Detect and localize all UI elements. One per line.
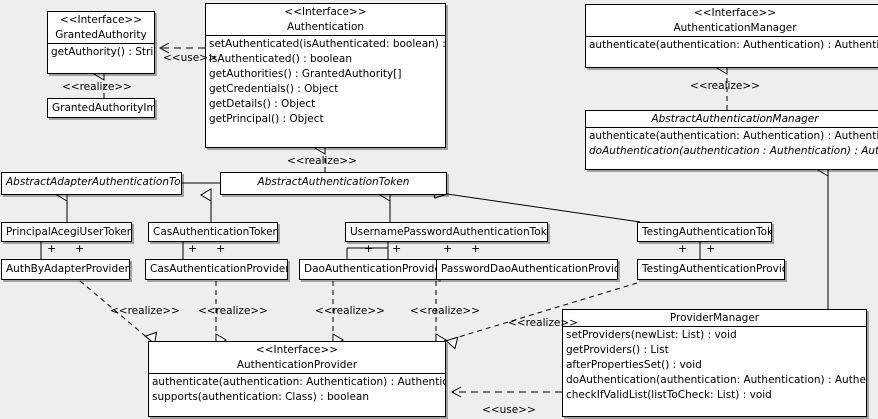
class-methods: authenticate(authentication: Authenticat… — [149, 374, 445, 406]
class-name: CasAuthenticationToken — [153, 226, 278, 238]
class-name: PasswordDaoAuthenticationProvider — [441, 263, 618, 275]
class-abstract-authentication-manager[interactable]: AbstractAuthenticationManager authentica… — [585, 110, 878, 170]
class-principal-acegi-user-token[interactable]: PrincipalAcegiUserToken — [1, 222, 132, 242]
class-stereotype: <<Interface>> — [693, 7, 777, 19]
class-name: TestingAuthenticationProvider — [642, 263, 785, 275]
method-doAuthentication: doAuthentication(authentication: Authent… — [566, 374, 866, 386]
edge-label-providermanager-uses-authenticationprovider: <<use>> — [482, 404, 536, 416]
assoc-plus-marker: + — [443, 242, 453, 255]
method-getAuthorities: getAuthorities() : GrantedAuthority[] — [209, 68, 402, 80]
section-divider — [149, 373, 445, 374]
edge-label-testingauthenticationprovider-realize: <<realize>> — [508, 317, 578, 329]
class-methods: authenticate(authentication: Authenticat… — [586, 37, 878, 54]
assoc-plus-marker: + — [75, 242, 85, 255]
assoc-plus-marker: + — [47, 242, 57, 255]
class-name: ProviderManager — [669, 312, 760, 324]
class-stereotype: <<Interface>> — [284, 6, 367, 18]
class-auth-by-adapter-provider[interactable]: AuthByAdapterProvider — [1, 259, 130, 280]
section-divider — [586, 127, 878, 128]
method-getPrincipal: getPrincipal() : Object — [209, 113, 324, 125]
class-dao-authentication-provider[interactable]: DaoAuthenticationProvider — [299, 259, 439, 280]
method-getCredentials: getCredentials() : Object — [209, 83, 339, 95]
method-setAuthenticated: setAuthenticated(isAuthenticated: boolea… — [209, 38, 446, 50]
class-stereotype: <<Interface>> — [255, 344, 339, 356]
class-cas-authentication-provider[interactable]: CasAuthenticationProvider — [145, 259, 288, 280]
class-cas-authentication-token[interactable]: CasAuthenticationToken — [148, 222, 278, 242]
class-username-password-authentication-token[interactable]: UsernamePasswordAuthenticationToken — [345, 222, 548, 242]
method-afterPropertiesSet: afterPropertiesSet() : void — [566, 359, 702, 371]
method-authenticate: authenticate(authentication: Authenticat… — [589, 39, 878, 51]
class-name: UsernamePasswordAuthenticationToken — [350, 226, 548, 238]
edge-label-casauthenticationprovider-realize: <<realize>> — [198, 305, 268, 317]
edge-label-authentication-uses-grantedauthority: <<use>> — [163, 52, 217, 64]
class-provider-manager[interactable]: ProviderManager setProviders(newList: Li… — [562, 309, 867, 417]
method-authenticate: authenticate(authentication: Authenticat… — [152, 376, 446, 388]
method-setProviders: setProviders(newList: List) : void — [566, 329, 737, 341]
class-abstract-authentication-token[interactable]: AbstractAuthenticationToken — [220, 172, 447, 195]
assoc-plus-marker: + — [188, 242, 198, 255]
class-name: AbstractAdapterAuthenticationToken — [6, 176, 182, 188]
edge-label-grantedauthorityimpl-realize: <<realize>> — [62, 81, 132, 93]
method-supports: supports(authentication: Class) : boolea… — [152, 391, 369, 403]
method-isAuthenticated: isAuthenticated() : boolean — [209, 53, 352, 65]
class-name: TestingAuthenticationToken — [642, 226, 772, 238]
class-stereotype: <<Interface>> — [59, 14, 143, 26]
class-testing-authentication-provider[interactable]: TestingAuthenticationProvider — [637, 259, 785, 280]
class-name: CasAuthenticationProvider — [150, 263, 288, 275]
assoc-plus-marker: + — [706, 242, 716, 255]
method-getAuthority: getAuthority() : String — [51, 46, 154, 58]
section-divider — [206, 35, 445, 36]
class-name: AuthenticationProvider — [236, 359, 358, 371]
class-granted-authority[interactable]: <<Interface>> GrantedAuthority getAuthor… — [47, 11, 155, 74]
assoc-plus-marker: + — [678, 242, 688, 255]
edge-testingauthenticationtoken-generalizes-abstractauthenticationtoken — [447, 194, 641, 223]
method-authenticate: authenticate(authentication: Authenticat… — [589, 130, 878, 142]
class-authentication-provider[interactable]: <<Interface>> AuthenticationProvider aut… — [148, 341, 446, 417]
edge-label-passworddaoauthenticationprovider-realize: <<realize>> — [410, 305, 480, 317]
method-doAuthentication: doAuthentication(authentication : Authen… — [589, 145, 878, 157]
class-name: DaoAuthenticationProvider — [304, 263, 439, 275]
method-getDetails: getDetails() : Object — [209, 98, 316, 110]
class-name: PrincipalAcegiUserToken — [6, 226, 132, 238]
method-getProviders: getProviders() : List — [566, 344, 669, 356]
section-divider — [48, 43, 154, 44]
class-name: GrantedAuthorityImpl — [52, 102, 155, 114]
class-granted-authority-impl[interactable]: GrantedAuthorityImpl — [47, 98, 155, 118]
edge-label-abstractauthenticationtoken-realize: <<realize>> — [287, 155, 357, 167]
class-password-dao-authentication-provider[interactable]: PasswordDaoAuthenticationProvider — [436, 259, 618, 280]
class-name: AbstractAuthenticationToken — [257, 176, 410, 188]
edge-label-daoauthenticationprovider-realize: <<realize>> — [315, 305, 385, 317]
class-authentication-manager[interactable]: <<Interface>> AuthenticationManager auth… — [585, 4, 878, 68]
assoc-plus-marker: + — [471, 242, 481, 255]
class-methods: setProviders(newList: List) : void getPr… — [563, 327, 866, 404]
class-testing-authentication-token[interactable]: TestingAuthenticationToken — [637, 222, 772, 242]
class-name: Authentication — [286, 21, 365, 33]
edge-label-abstractauthenticationmanager-realize: <<realize>> — [690, 80, 760, 92]
section-divider — [586, 36, 878, 37]
edge-label-authbyadapterprovider-realize: <<realize>> — [110, 305, 180, 317]
assoc-plus-marker: + — [392, 242, 402, 255]
class-name: AuthenticationManager — [673, 22, 797, 34]
section-divider — [563, 326, 866, 327]
assoc-plus-marker: + — [364, 242, 374, 255]
method-checkIfValidList: checkIfValidList(listToCheck: List) : vo… — [566, 389, 772, 401]
class-name: AbstractAuthenticationManager — [651, 113, 819, 125]
class-abstract-adapter-authentication-token[interactable]: AbstractAdapterAuthenticationToken — [1, 172, 182, 195]
class-methods: authenticate(authentication: Authenticat… — [586, 128, 878, 160]
class-name: AuthByAdapterProvider — [6, 263, 129, 275]
class-name: GrantedAuthority — [55, 29, 147, 41]
class-methods: setAuthenticated(isAuthenticated: boolea… — [206, 36, 445, 128]
class-methods: getAuthority() : String — [48, 44, 154, 61]
assoc-plus-marker: + — [216, 242, 226, 255]
class-authentication[interactable]: <<Interface>> Authentication setAuthenti… — [205, 3, 446, 148]
